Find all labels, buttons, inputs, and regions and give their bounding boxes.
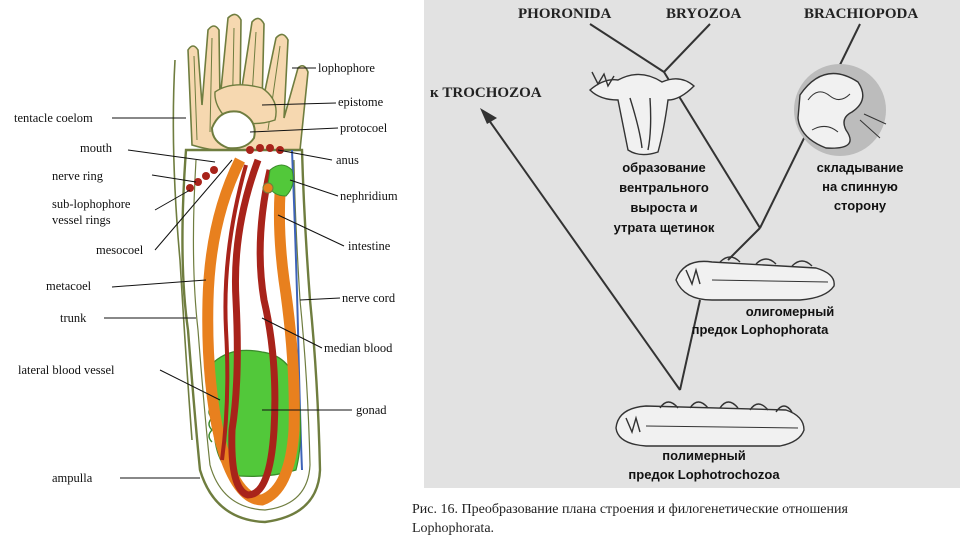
label-mesocoel: mesocoel [96,243,144,257]
label-nerve-ring: nerve ring [52,169,104,183]
node-phoronid-line-4: утрата щетинок [614,220,715,235]
label-tentacle-coelom: tentacle coelom [14,111,93,125]
node-phoronid-text: образование вентрального выроста и утрат… [614,160,715,235]
leader-lines [104,67,352,479]
node-brachio-text: складывание на спинную сторону [817,160,904,213]
digestive-tract-orange [202,157,300,506]
node-oligomer-line-1: олигомерный [746,304,835,319]
node-brachio-line-3: сторону [834,198,887,213]
label-intestine: intestine [348,239,391,253]
vessel-rings [186,144,284,192]
median-blood-vessel [228,158,279,499]
label-epistome: epistome [338,95,384,109]
title-phoronida: PHORONIDA [518,6,612,22]
label-trunk: trunk [60,311,87,325]
arrowhead [480,108,497,124]
label-median-blood: median blood [324,341,393,355]
label-metacoel: metacoel [46,279,92,293]
phylogeny-panel: PHORONIDA BRYOZOA BRACHIOPODA к TROCHOZO… [424,0,960,488]
label-gonad: gonad [356,403,387,417]
label-anus: anus [336,153,359,167]
label-nerve-cord: nerve cord [342,291,396,305]
label-sub-lophophore: sub-lophophore [52,197,131,211]
label-ampulla: ampulla [52,471,93,485]
node-brachio-line-1: складывание [817,160,904,175]
protocoel-oval [210,110,256,150]
label-lateral-blood-vessel: lateral blood vessel [18,363,115,377]
caption-line-2: Lophophorata. [412,521,495,536]
title-trochozoa: к TROCHOZOA [430,85,542,101]
nephridium [267,164,294,197]
label-protocoel: protocoel [340,121,388,135]
label-vessel-rings: vessel rings [52,213,111,227]
node-phoronid-line-1: образование [622,160,706,175]
polymer-ancestor-sketch [615,401,805,447]
label-lophophore: lophophore [318,61,375,75]
title-brachiopoda: BRACHIOPODA [804,6,918,22]
oligomer-ancestor-sketch [675,256,835,301]
node-polymer-line-2: предок Lophotrochozoa [628,467,780,482]
label-mouth: mouth [80,141,113,155]
node-phoronid-line-2: вентрального [619,180,709,195]
label-nephridium: nephridium [340,189,398,203]
brachiopod-sketch [794,64,887,156]
bryozoan-sketch [588,71,696,156]
figure-caption: Рис. 16. Преобразование плана строения и… [412,500,952,538]
title-bryozoa: BRYOZOA [666,6,741,22]
caption-line-1: Рис. 16. Преобразование плана строения и… [412,502,848,517]
phoronid-anatomy-diagram: lophophore epistome protocoel anus nephr… [14,13,398,524]
node-phoronid-line-3: выроста и [630,200,697,215]
node-oligomer-line-2: предок Lophophorata [692,322,829,337]
node-polymer-line-1: полимерный [662,448,745,463]
node-brachio-line-2: на спинную [822,179,898,194]
